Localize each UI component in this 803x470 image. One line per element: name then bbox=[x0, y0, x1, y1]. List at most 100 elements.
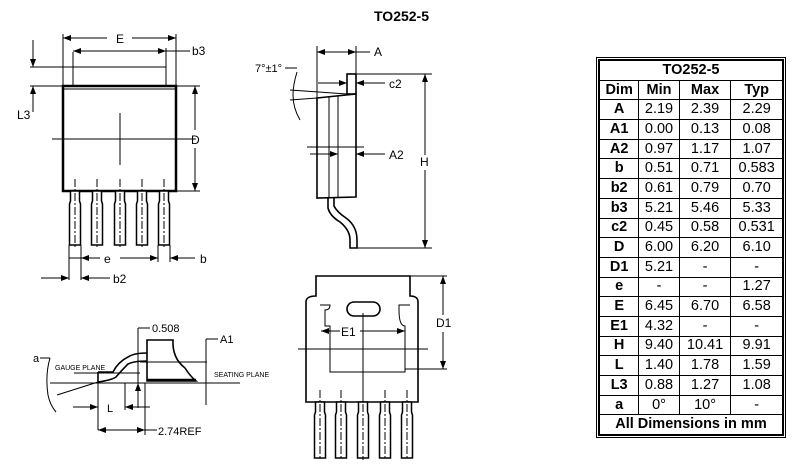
table-footer: All Dimensions in mm bbox=[599, 414, 783, 436]
dim-value-cell: 0.51 bbox=[638, 158, 680, 180]
dim-value-cell: 6.45 bbox=[638, 296, 680, 317]
bottom-view: E1 D1 bbox=[298, 275, 452, 460]
lead-pin bbox=[113, 179, 127, 247]
table-header-cell: Min bbox=[638, 79, 680, 101]
dim-value-cell: 10° bbox=[678, 394, 732, 416]
dim-value-cell: 6.10 bbox=[730, 237, 783, 258]
dim-value-cell: 2.29 bbox=[730, 99, 783, 121]
dim-value-cell: 2.19 bbox=[638, 99, 680, 121]
dim-name-cell: a bbox=[598, 394, 640, 416]
label-274ref: 2.74REF bbox=[158, 426, 202, 438]
dim-value-cell: - bbox=[678, 315, 732, 337]
dim-name-cell: H bbox=[598, 335, 640, 357]
dim-name-cell: A1 bbox=[598, 119, 640, 140]
dim-value-cell: 2.39 bbox=[678, 99, 732, 121]
dim-name-cell: D1 bbox=[598, 256, 640, 278]
dim-value-cell: 0.88 bbox=[638, 375, 680, 396]
dim-value-cell: 1.17 bbox=[678, 138, 732, 160]
dim-value-cell: 1.07 bbox=[730, 138, 783, 160]
label-c2: c2 bbox=[389, 77, 402, 91]
dim-value-cell: 0.97 bbox=[638, 138, 680, 160]
label-L3: L3 bbox=[17, 108, 31, 122]
dim-value-cell: 1.08 bbox=[730, 375, 783, 396]
dim-value-cell: 9.40 bbox=[638, 335, 680, 357]
dim-value-cell: 6.20 bbox=[678, 237, 732, 258]
label-A2: A2 bbox=[389, 148, 404, 162]
dim-name-cell: L bbox=[598, 355, 640, 376]
label-seating-plane: SEATING PLANE bbox=[214, 372, 269, 379]
table-header-cell: Dim bbox=[598, 79, 640, 101]
table-header-cell: Max bbox=[678, 79, 732, 101]
label-angle: 7°±1° bbox=[255, 63, 282, 75]
label-D1: D1 bbox=[436, 316, 452, 330]
label-L: L bbox=[107, 403, 113, 415]
dim-value-cell: - bbox=[678, 256, 732, 278]
label-a: a bbox=[33, 353, 40, 365]
label-b2: b2 bbox=[113, 272, 127, 286]
dim-value-cell: 5.33 bbox=[730, 197, 783, 219]
table-title: TO252-5 bbox=[599, 60, 783, 81]
dim-value-cell: 1.27 bbox=[678, 375, 732, 396]
label-b3: b3 bbox=[192, 44, 206, 58]
dim-value-cell: 6.00 bbox=[638, 237, 680, 258]
label-A1: A1 bbox=[220, 334, 233, 346]
label-A: A bbox=[374, 45, 382, 59]
dim-value-cell: 0.00 bbox=[638, 119, 680, 140]
lead-pin bbox=[313, 390, 327, 460]
dim-value-cell: 4.32 bbox=[638, 315, 680, 337]
label-e: e bbox=[104, 252, 111, 266]
label-E1: E1 bbox=[341, 325, 356, 339]
dim-name-cell: b2 bbox=[598, 178, 640, 199]
dim-value-cell: 0.79 bbox=[678, 178, 732, 199]
dim-value-cell: 0.58 bbox=[678, 217, 732, 239]
lead-pin bbox=[135, 179, 149, 247]
dim-value-cell: 0.583 bbox=[730, 158, 783, 180]
dim-value-cell: 0.70 bbox=[730, 178, 783, 199]
dim-value-cell: 1.27 bbox=[730, 276, 783, 298]
label-0508: 0.508 bbox=[152, 323, 180, 335]
top-view: E b3 L3 D e b b2 bbox=[17, 32, 207, 286]
dim-value-cell: 0.08 bbox=[730, 119, 783, 140]
dim-value-cell: 0.61 bbox=[638, 178, 680, 199]
dim-value-cell: 0° bbox=[638, 394, 680, 416]
dim-value-cell: 10.41 bbox=[678, 335, 732, 357]
lead-pin bbox=[334, 390, 348, 460]
dim-value-cell: - bbox=[730, 256, 783, 278]
side-view: A c2 7°±1° A2 H bbox=[255, 45, 432, 249]
lead-pin bbox=[90, 179, 104, 247]
dim-name-cell: b3 bbox=[598, 197, 640, 219]
package-title: TO252-5 bbox=[374, 8, 429, 24]
label-H: H bbox=[420, 155, 429, 169]
label-D: D bbox=[191, 133, 200, 147]
dim-value-cell: 5.46 bbox=[678, 197, 732, 219]
dim-value-cell: 0.531 bbox=[730, 217, 783, 239]
dim-name-cell: c2 bbox=[598, 217, 640, 239]
dim-name-cell: A bbox=[598, 99, 640, 121]
dim-value-cell: 9.91 bbox=[730, 335, 783, 357]
label-gauge-plane: GAUGE PLANE bbox=[55, 365, 106, 372]
dim-name-cell: E1 bbox=[598, 315, 640, 337]
dim-value-cell: 1.78 bbox=[678, 355, 732, 376]
lead-pin bbox=[356, 390, 370, 460]
lead-pin bbox=[378, 390, 392, 460]
dim-value-cell: 1.40 bbox=[638, 355, 680, 376]
top-tab bbox=[72, 66, 167, 87]
dim-name-cell: b bbox=[598, 158, 640, 180]
dim-value-cell: 6.58 bbox=[730, 296, 783, 317]
dim-value-cell: 0.71 bbox=[678, 158, 732, 180]
